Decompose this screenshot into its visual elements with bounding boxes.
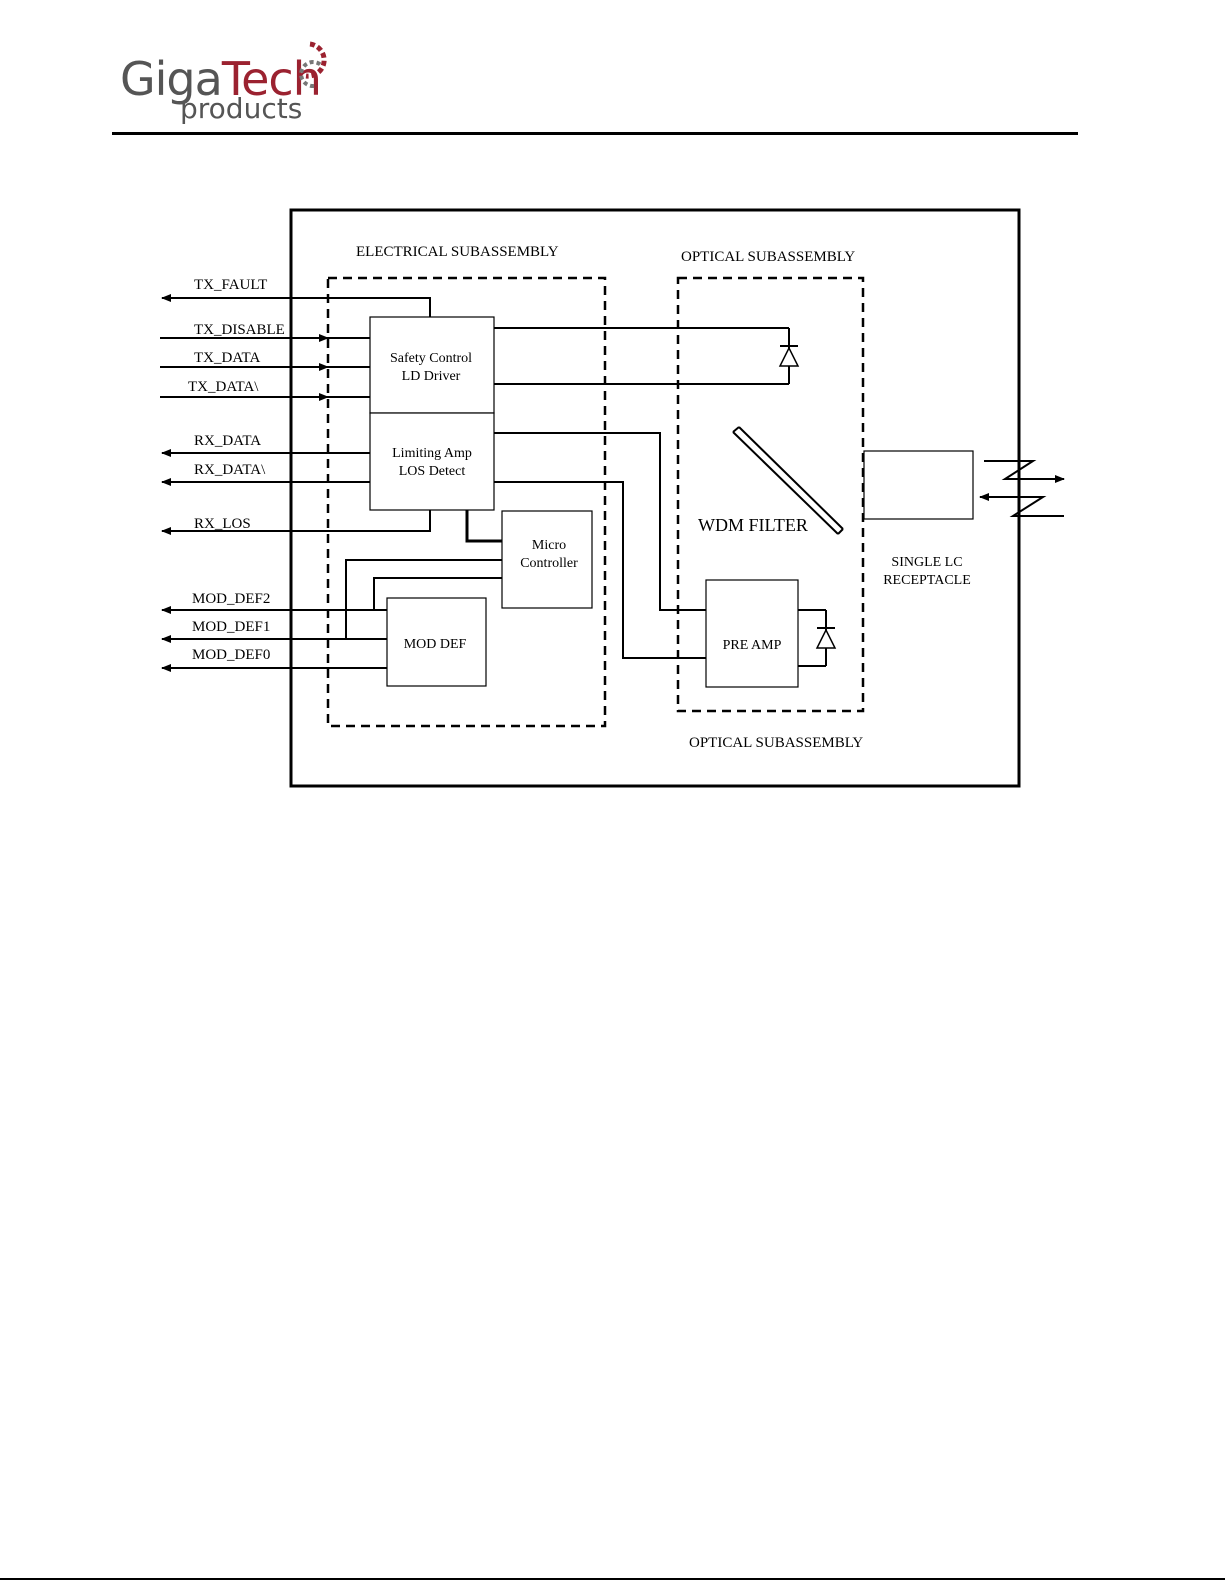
tx-fault-line [162,298,430,317]
optical-subassembly-label-top: OPTICAL SUBASSEMBLY [681,249,855,265]
pre-amp-label: PRE AMP [723,638,782,653]
rx-data-label: RX_DATA [194,433,261,449]
limiting-amp-block [370,413,494,510]
mod-def0-label: MOD_DEF0 [192,647,270,663]
los-detect-label: LOS Detect [399,464,466,479]
mod-def1-label: MOD_DEF1 [192,619,270,635]
page-footer-rule [0,1578,1225,1580]
ld-driver-label: LD Driver [402,369,461,384]
rx-data-n-label: RX_DATA\ [194,462,266,478]
safety-control-label: Safety Control [390,351,472,366]
photodiode-icon [798,610,835,666]
lc-receptacle-block [864,451,973,519]
electrical-subassembly-label: ELECTRICAL SUBASSEMBLY [356,244,559,260]
tx-disable-label: TX_DISABLE [194,322,285,338]
laser-diode-icon [494,328,798,384]
wdm-filter-label: WDM FILTER [698,515,808,535]
controller-label: Controller [520,556,578,571]
mod-def2-label: MOD_DEF2 [192,591,270,607]
limiting-amp-label: Limiting Amp [392,446,472,461]
mod-def-label: MOD DEF [404,637,467,652]
tx-data-label: TX_DATA [194,350,260,366]
tx-fault-label: TX_FAULT [194,277,267,293]
limamp-micro-line [467,510,502,541]
receptacle-label: RECEPTACLE [883,573,971,588]
optical-subassembly-label-bottom: OPTICAL SUBASSEMBLY [689,735,863,751]
fiber-link-arrows [980,461,1064,516]
pre-amp-block [706,580,798,687]
rx-los-label: RX_LOS [194,516,251,532]
single-lc-label: SINGLE LC [891,555,962,570]
tx-data-n-label: TX_DATA\ [188,379,259,395]
micro-label: Micro [532,538,566,553]
